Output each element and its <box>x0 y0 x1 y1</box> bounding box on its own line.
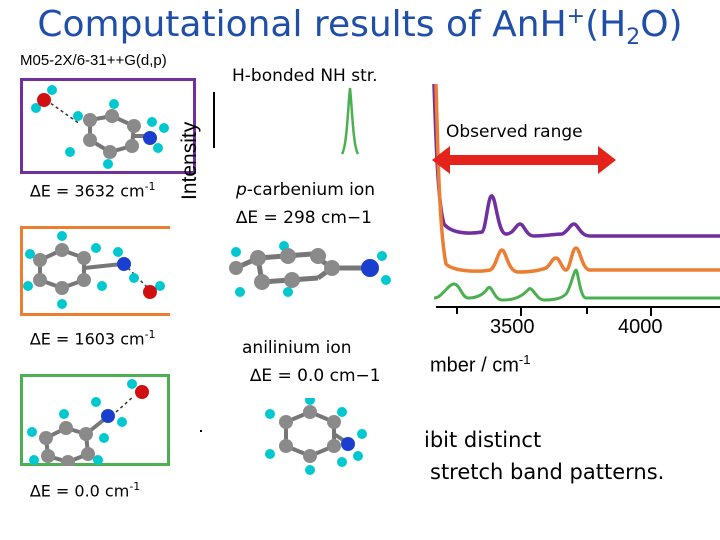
observed-range-arrow <box>432 146 616 174</box>
method-label: M05-2X/6-31++G(d,p) <box>20 52 167 69</box>
conclusion-line-1: ibit distinct <box>424 428 542 452</box>
anilinium-energy: ∆E = 0.0 cm−1 <box>250 366 381 386</box>
intensity-axis-line <box>213 92 215 148</box>
title-water-close: O) <box>640 4 683 45</box>
page-title: Computational results of AnH+(H2O) <box>0 4 720 50</box>
observed-range-label: Observed range <box>446 122 583 142</box>
title-superscript: + <box>566 4 586 29</box>
x-tick <box>456 306 458 314</box>
molecule-p-carbenium <box>229 241 391 297</box>
intensity-axis-label: Intensity <box>178 121 201 200</box>
conclusion-line-2: stretch band patterns. <box>430 460 665 484</box>
molecule-isomer-3 <box>27 379 149 466</box>
molecule-anilinium <box>265 398 367 475</box>
axis-dot <box>200 430 202 432</box>
x-tick <box>586 306 588 314</box>
isomer-1-energy: ∆E = 3632 cm-1 <box>30 180 156 201</box>
x-axis-label: mber / cm-1 <box>430 352 531 377</box>
isomer-2-energy: ∆E = 1603 cm-1 <box>30 328 156 349</box>
isomer-box-orange <box>20 226 170 316</box>
isomer-box-purple <box>20 78 196 174</box>
title-water-open: (H <box>585 4 627 45</box>
title-text: Computational results of AnH <box>37 4 567 45</box>
h-bonded-nh-label: H-bonded NH str. <box>232 66 378 86</box>
orange-spectrum <box>434 84 720 274</box>
molecule-isomer-2 <box>23 231 165 309</box>
green-spectrum <box>433 268 720 302</box>
x-tick <box>520 306 522 316</box>
purple-spectrum <box>432 84 720 238</box>
x-tick-label: 4000 <box>618 316 663 338</box>
hbonded-peak <box>340 87 360 155</box>
x-tick-label: 3500 <box>490 316 535 338</box>
spectra-plot <box>432 84 720 302</box>
molecule-isomer-1 <box>31 85 169 169</box>
anilinium-label: anilinium ion <box>242 338 352 358</box>
isomer-3-energy: ∆E = 0.0 cm-1 <box>30 480 141 501</box>
isomer-box-green <box>20 374 170 466</box>
x-axis-line <box>436 306 720 308</box>
p-carbenium-label: p-carbenium ion <box>236 180 376 200</box>
title-subscript: 2 <box>626 25 641 51</box>
p-carbenium-energy: ∆E = 298 cm−1 <box>236 208 372 228</box>
x-tick <box>650 306 652 316</box>
